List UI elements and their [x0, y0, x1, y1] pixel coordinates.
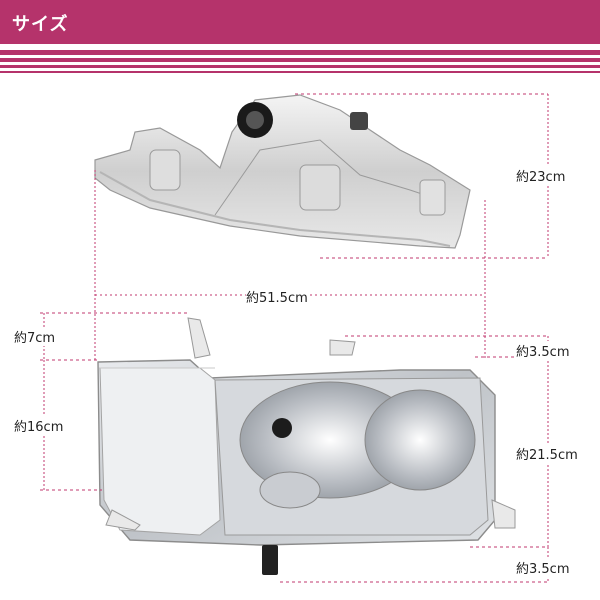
stripe: [0, 50, 600, 55]
dimension-height-total: 約23cm: [516, 166, 566, 185]
header-title: サイズ: [12, 14, 69, 35]
dimension-right-bottom: 約3.5cm: [516, 558, 570, 577]
headlight-top-view: [94, 94, 471, 249]
stripe: [0, 65, 600, 68]
dimension-top-offset: 約7cm: [14, 327, 56, 346]
dimension-right-top: 約3.5cm: [516, 341, 570, 360]
dimension-side-height: 約16cm: [14, 416, 64, 435]
dimension-right-height: 約21.5cm: [516, 444, 578, 463]
connector-icon: [262, 545, 278, 575]
header-banner: サイズ: [0, 0, 600, 44]
dimension-width: 約51.5cm: [246, 287, 308, 306]
stripe: [0, 71, 600, 73]
headlight-front-view: [97, 317, 516, 575]
bulb-icon: [272, 418, 292, 438]
header-stripes: [0, 50, 600, 76]
stripe: [0, 58, 600, 62]
dimension-lines: [40, 93, 549, 583]
